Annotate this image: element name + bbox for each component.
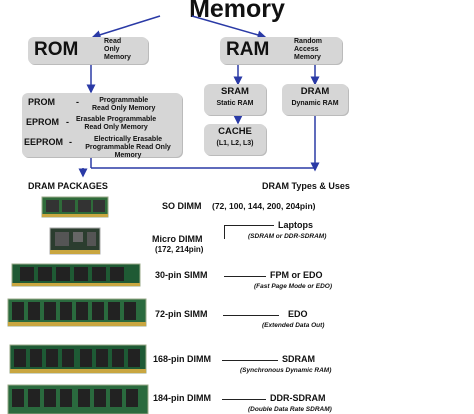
sdram-use: SDRAM	[282, 354, 315, 364]
laptops-use-sub: (SDRAM or DDR-SDRAM)	[248, 233, 327, 240]
eprom-dash: -	[66, 117, 69, 127]
72-pin-simm-connector	[223, 315, 279, 316]
cache-box: CACHE (L1, L2, L3)	[204, 124, 266, 155]
184-pin-dimm-connector	[222, 399, 266, 400]
dram-label: DRAM	[300, 86, 330, 97]
fpm-edo-use-sub: (Fast Page Mode or EDO)	[254, 283, 333, 290]
cache-label: CACHE	[218, 126, 252, 137]
eprom-name: EPROM	[26, 117, 60, 127]
laptops-use: Laptops	[278, 220, 313, 230]
micro-dimm-name: Micro DIMM	[152, 234, 203, 244]
edo-use-sub: (Extended Data Out)	[262, 322, 325, 329]
page-title: Memory	[189, 0, 285, 23]
eeprom-name: EEPROM	[24, 137, 64, 147]
fpm-edo-use: FPM or EDO	[270, 270, 323, 280]
168-pin-dimm-name: 168-pin DIMM	[153, 354, 212, 364]
184-pin-dimm-module	[7, 384, 149, 414]
types-heading: DRAM Types & Uses	[262, 181, 350, 191]
72-pin-simm-module	[7, 298, 147, 327]
edo-use: EDO	[288, 309, 308, 319]
prom-name: PROM	[28, 97, 55, 107]
30-pin-simm-name: 30-pin SIMM	[155, 270, 208, 280]
30-pin-simm-module	[11, 263, 141, 287]
packages-heading: DRAM PACKAGES	[28, 181, 108, 191]
eeprom-dash: -	[69, 137, 72, 147]
so-dimm-name: SO DIMM	[162, 201, 202, 211]
rom-label: ROM	[34, 39, 79, 60]
micro-dimm-pins: (172, 214pin)	[155, 245, 204, 254]
30-pin-simm-connector	[224, 276, 266, 277]
ddr-sdram-use-sub: (Double Data Rate SDRAM)	[248, 406, 332, 413]
sdram-use-sub: (Synchronous Dynamic RAM)	[240, 367, 332, 374]
168-pin-dimm-connector	[222, 360, 278, 361]
so-dimm-pins: (72, 100, 144, 200, 204pin)	[212, 201, 316, 211]
so-dimm-module	[41, 196, 109, 218]
dram-desc: Dynamic RAM	[291, 100, 339, 107]
sram-desc: Static RAM	[216, 100, 254, 107]
prom-dash: -	[76, 97, 79, 107]
72-pin-simm-name: 72-pin SIMM	[155, 309, 208, 319]
sram-label: SRAM	[221, 86, 249, 97]
micro-dimm-connector	[224, 225, 225, 239]
sram-box: SRAM Static RAM	[204, 84, 266, 115]
ram-label: RAM	[226, 39, 270, 60]
dram-box: DRAM Dynamic RAM	[282, 84, 348, 115]
184-pin-dimm-name: 184-pin DIMM	[153, 393, 212, 403]
micro-dimm-module	[49, 227, 101, 255]
ddr-sdram-use: DDR-SDRAM	[270, 393, 326, 403]
micro-dimm-connector-h	[224, 225, 274, 226]
168-pin-dimm-module	[9, 344, 147, 374]
cache-desc: (L1, L2, L3)	[216, 140, 254, 147]
